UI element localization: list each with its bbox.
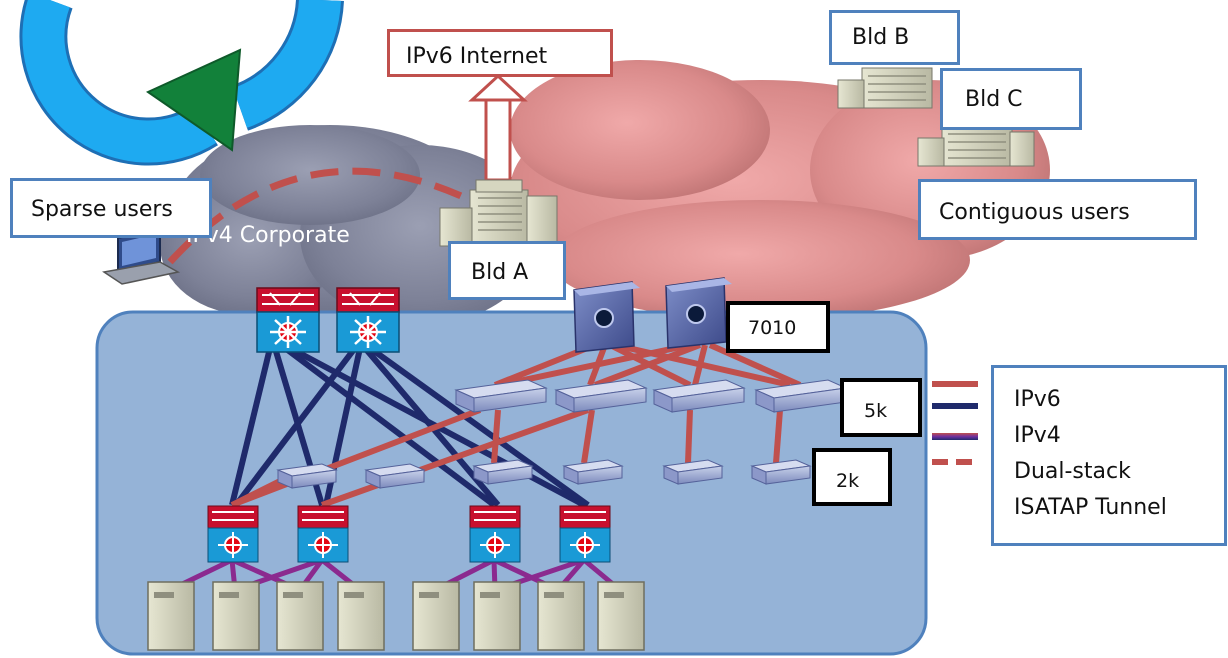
nexus-2k-icon (276, 463, 338, 489)
ipv6-campus-cloud (510, 60, 1050, 320)
contiguous-users-label: Contiguous users (918, 179, 1197, 240)
building-icon (837, 67, 933, 109)
server-icon (597, 581, 645, 651)
l3-switch-icon (256, 287, 320, 353)
legend-box: IPv6 IPv4 Dual-stack ISATAP Tunnel (991, 365, 1227, 546)
bld-b-text: Bld B (852, 25, 910, 50)
nexus-2k-icon (662, 459, 724, 485)
nexus-2k-icon (364, 463, 426, 489)
ipv6-links (230, 342, 802, 508)
contiguous-users-text: Contiguous users (939, 200, 1130, 225)
nexus-5k-icon (554, 379, 648, 413)
core-7010-text: 7010 (748, 317, 797, 339)
bld-a-label: Bld A (448, 241, 566, 300)
l3-switch-icon (469, 505, 521, 563)
building-icon (917, 125, 1035, 167)
laptop-icon (102, 226, 181, 285)
nexus-7010-icon (665, 277, 732, 349)
switch-2k-text: 2k (836, 470, 860, 492)
server-icon (337, 581, 385, 651)
sparse-users-text: Sparse users (31, 197, 173, 222)
server-icon (212, 581, 260, 651)
l3-switch-icon (559, 505, 611, 563)
server-icon (276, 581, 324, 651)
core-7010-label: 7010 (726, 301, 830, 353)
ipv6-internet-text: IPv6 Internet (406, 44, 548, 69)
sparse-users-label: Sparse users (10, 178, 212, 238)
legend-item-ipv6: IPv6 (1014, 387, 1061, 412)
l3-switch-icon (336, 287, 400, 353)
l3-switch-icon (207, 505, 259, 563)
nexus-5k-icon (652, 379, 746, 413)
nexus-2k-icon (750, 459, 812, 485)
building-icon (439, 179, 558, 247)
server-icon (147, 581, 195, 651)
legend-item-dual-stack: Dual-stack (1014, 459, 1131, 484)
legend-item-isatap: ISATAP Tunnel (1014, 495, 1167, 520)
bld-a-text: Bld A (471, 260, 529, 285)
nexus-5k-icon (454, 379, 548, 413)
nexus-2k-icon (562, 459, 624, 485)
bld-c-label: Bld C (940, 68, 1082, 130)
nexus-7010-icon (573, 281, 640, 353)
cloud-label-ipv4-corporate: IPv4 Corporate (186, 223, 350, 248)
server-icon (412, 581, 460, 651)
l3-switch-icon (297, 505, 349, 563)
switch-5k-label: 5k (840, 378, 922, 437)
nexus-2k-icon (472, 459, 534, 485)
bld-b-label: Bld B (829, 10, 960, 65)
legend-swatches (932, 381, 978, 465)
ipv6-internet-label: IPv6 Internet (387, 29, 613, 77)
bld-c-text: Bld C (965, 87, 1023, 112)
server-icon (473, 581, 521, 651)
ipv6-uplink-arrow (468, 73, 528, 182)
switch-5k-text: 5k (864, 400, 888, 422)
switch-2k-label: 2k (812, 448, 892, 506)
legend-item-ipv4: IPv4 (1014, 423, 1061, 448)
refresh-icon (19, 0, 344, 166)
server-icon (537, 581, 585, 651)
